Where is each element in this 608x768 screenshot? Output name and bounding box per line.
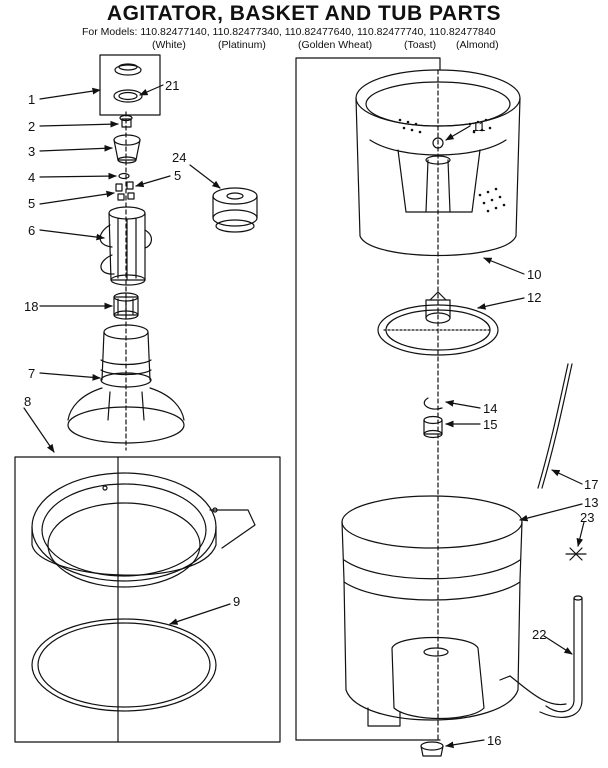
callout-4: 4	[28, 170, 35, 185]
callout-3: 3	[28, 144, 35, 159]
callout-22: 22	[532, 627, 546, 642]
part-9-gasket	[31, 618, 217, 712]
leader-lines	[23, 84, 585, 749]
part-8-box	[14, 456, 281, 743]
callout-13: 13	[584, 495, 598, 510]
callout-1: 1	[28, 92, 35, 107]
callout-17: 17	[584, 477, 598, 492]
part-18-drive-bell	[113, 292, 139, 320]
callout-labels: 1 21 2 3 24 4 5 5 6 18 7 8 9 11 10 12 14…	[24, 78, 598, 748]
callout-5b: 5	[28, 196, 35, 211]
part-2-fastener	[119, 114, 133, 128]
callout-16: 16	[487, 733, 501, 748]
callout-7: 7	[28, 366, 35, 381]
callout-18: 18	[24, 299, 38, 314]
callout-10: 10	[527, 267, 541, 282]
part-3-cap	[113, 134, 141, 164]
part-10-basket	[355, 69, 521, 257]
callout-24: 24	[172, 150, 186, 165]
callout-2: 2	[28, 119, 35, 134]
diagram-title: AGITATOR, BASKET AND TUB PARTS	[106, 2, 502, 25]
part-7-agitator-base	[67, 324, 185, 444]
callout-23: 23	[580, 510, 594, 525]
part-15-nut	[423, 415, 443, 439]
agitator-cap-box	[99, 54, 161, 116]
callout-11: 11	[472, 119, 486, 134]
callout-15: 15	[483, 417, 497, 432]
part-22-hose	[539, 595, 583, 718]
part-16-foot	[420, 741, 444, 757]
callout-12: 12	[527, 290, 541, 305]
part-8-tub-ring	[31, 472, 256, 588]
color-platinum: (Platinum)	[218, 39, 266, 51]
callout-9: 9	[233, 594, 240, 609]
callout-6: 6	[28, 223, 35, 238]
part-17-hose	[537, 363, 573, 489]
color-almond: (Almond)	[456, 39, 499, 51]
callout-21: 21	[165, 78, 179, 93]
part-14-clip	[423, 397, 443, 410]
models-line: For Models: 110.82477140, 110.82477340, …	[82, 26, 496, 38]
part-23-clamp	[565, 547, 587, 561]
callout-5a: 5	[174, 168, 181, 183]
part-6-agitator-auger	[99, 206, 152, 286]
color-toast: (Toast)	[404, 39, 437, 51]
part-24-bearing	[212, 187, 258, 233]
callout-14: 14	[483, 401, 497, 416]
color-golden-wheat: (Golden Wheat)	[298, 39, 373, 51]
part-13-outer-tub	[341, 495, 567, 727]
color-white: (White)	[152, 39, 186, 51]
assembly-guide-lines	[125, 57, 441, 741]
part-12-drive-hub	[377, 291, 499, 356]
parts-4-5-dogs	[115, 172, 135, 201]
callout-8: 8	[24, 394, 31, 409]
